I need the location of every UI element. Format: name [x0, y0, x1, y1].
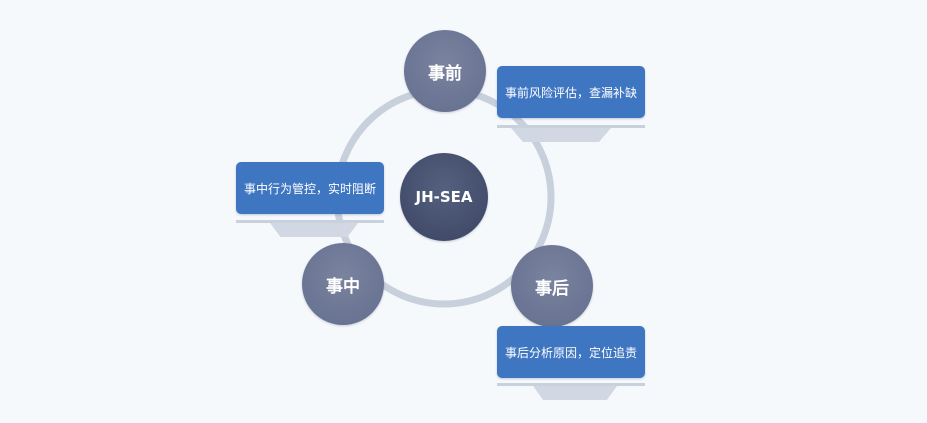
- card-shelf-before: [497, 125, 645, 128]
- phase-label-before: 事前: [428, 63, 462, 84]
- phase-node-before: 事前: [404, 30, 486, 112]
- phase-description-after: 事后分析原因，定位追责: [504, 345, 637, 360]
- card-shelf-during: [236, 220, 384, 223]
- phase-node-after: 事后: [511, 245, 593, 327]
- phase-card-after: 事后分析原因，定位追责: [497, 326, 645, 378]
- card-shelf-after: [497, 383, 645, 386]
- phase-node-during: 事中: [302, 243, 384, 325]
- phase-card-during: 事中行为管控，实时阻断: [236, 162, 384, 214]
- phase-card-before: 事前风险评估，查漏补缺: [497, 66, 645, 118]
- center-node: JH-SEA: [400, 153, 488, 241]
- card-stand-after: [533, 386, 617, 400]
- card-stand-before: [511, 128, 611, 142]
- phase-label-during: 事中: [326, 276, 360, 297]
- phase-label-after: 事后: [535, 278, 569, 299]
- card-stand-during: [270, 223, 358, 237]
- phase-description-during: 事中行为管控，实时阻断: [243, 181, 376, 196]
- center-label: JH-SEA: [415, 188, 473, 206]
- phase-description-before: 事前风险评估，查漏补缺: [504, 85, 637, 100]
